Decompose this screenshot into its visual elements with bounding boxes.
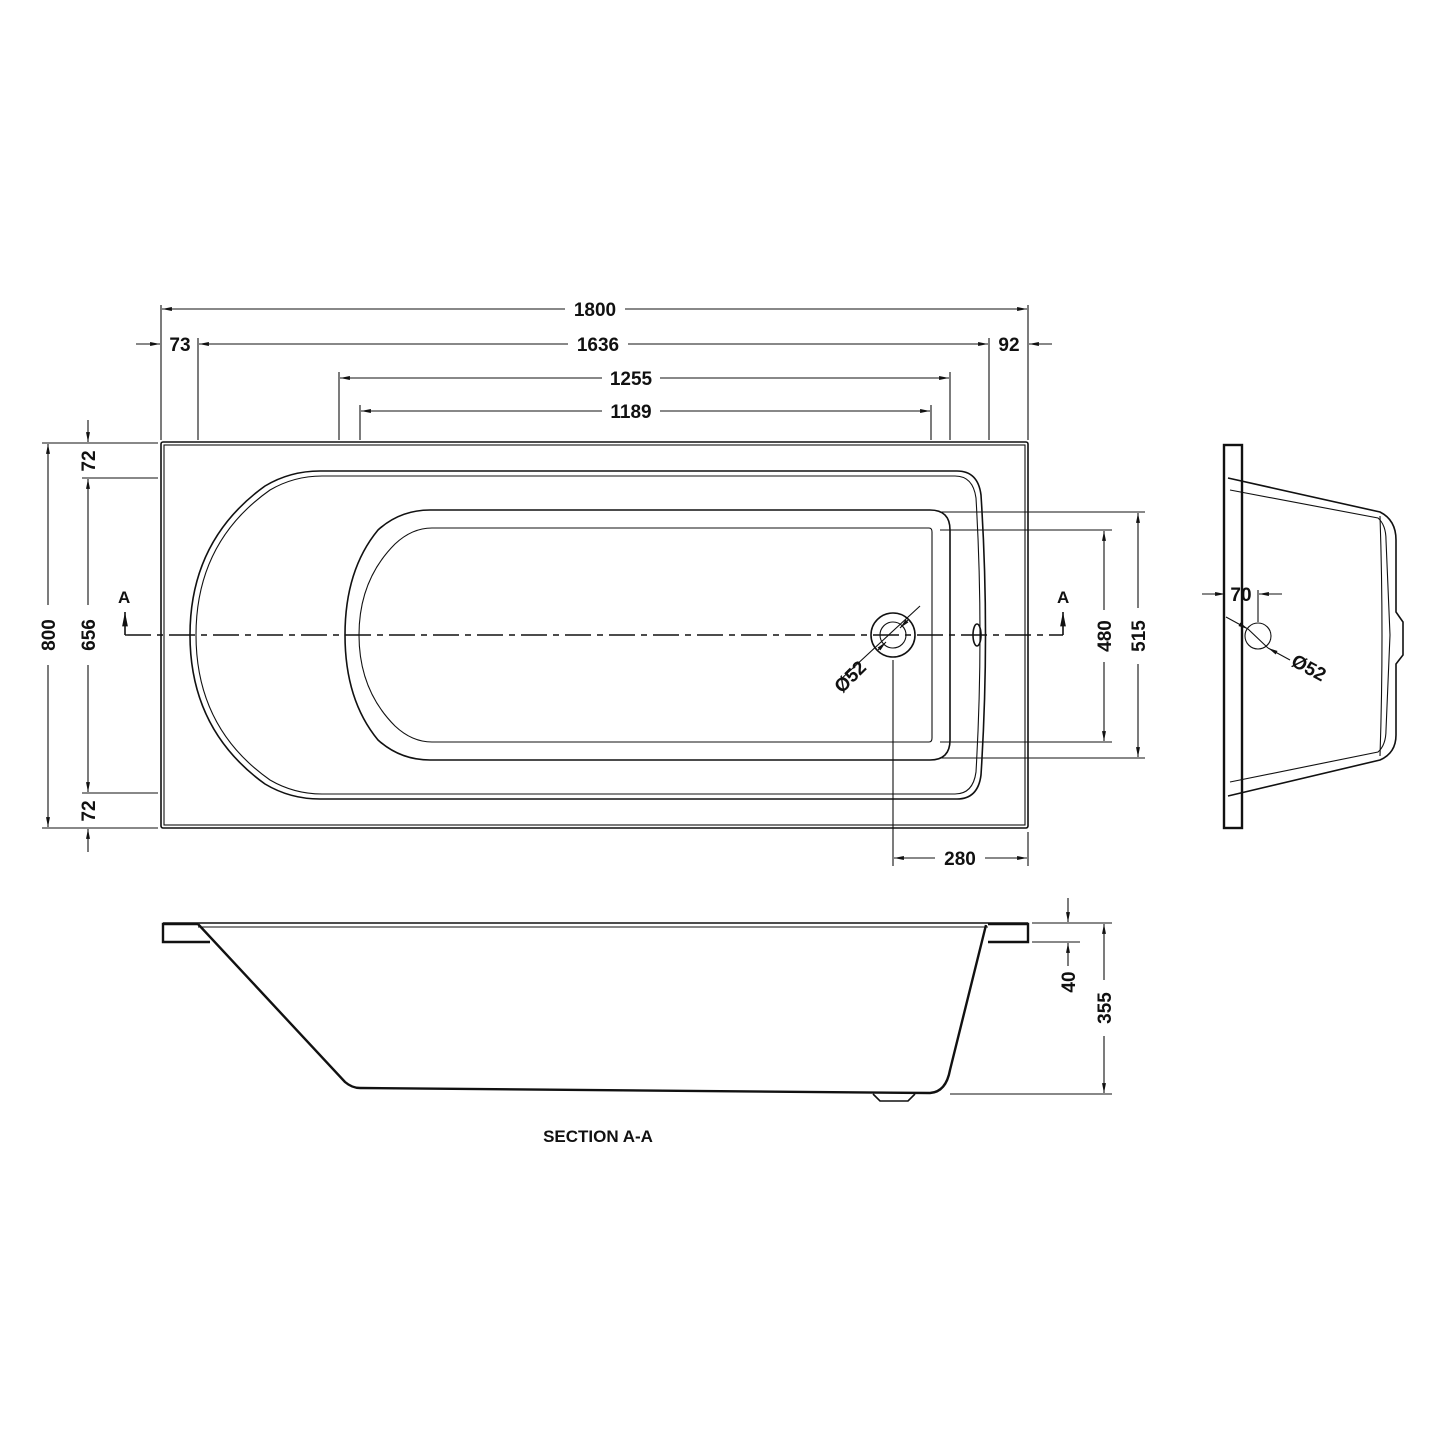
dim-bath-length-outer: 1255 <box>610 369 653 390</box>
section-title: SECTION A-A <box>543 1127 653 1146</box>
dim-bath-length-inner: 1189 <box>610 402 651 423</box>
dim-floor-width-outer: 515 <box>1129 620 1150 652</box>
dim-left-rim: 73 <box>169 335 190 356</box>
overflow-hole-icon <box>1244 622 1272 650</box>
plan-view: A A Ø52 1800 1636 73 92 1255 <box>39 300 1150 870</box>
section-view: 40 355 SECTION A-A <box>161 898 1116 1146</box>
dim-overall-length: 1800 <box>574 300 616 321</box>
waste-diameter-label: Ø52 <box>831 657 871 697</box>
dim-floor-width-inner: 480 <box>1095 620 1116 652</box>
dim-inner-length: 1636 <box>577 335 619 356</box>
dim-overall-width: 800 <box>39 619 60 651</box>
dim-rim-thickness: 40 <box>1059 971 1080 992</box>
section-marker-left: A <box>118 588 130 607</box>
dim-waste-offset: 280 <box>944 849 976 870</box>
section-marker-right: A <box>1057 588 1069 607</box>
dim-overflow-offset: 70 <box>1230 585 1251 606</box>
dim-bottom-rim: 72 <box>79 800 100 821</box>
dim-overall-depth: 355 <box>1095 992 1116 1024</box>
waste-outlet-icon <box>870 612 916 658</box>
end-view: 70 Ø52 <box>1202 443 1404 830</box>
dim-inner-width: 656 <box>79 619 100 651</box>
end-overflow-diameter-label: Ø52 <box>1288 651 1330 686</box>
dim-top-rim: 72 <box>79 450 100 471</box>
dim-right-rim: 92 <box>998 335 1019 356</box>
